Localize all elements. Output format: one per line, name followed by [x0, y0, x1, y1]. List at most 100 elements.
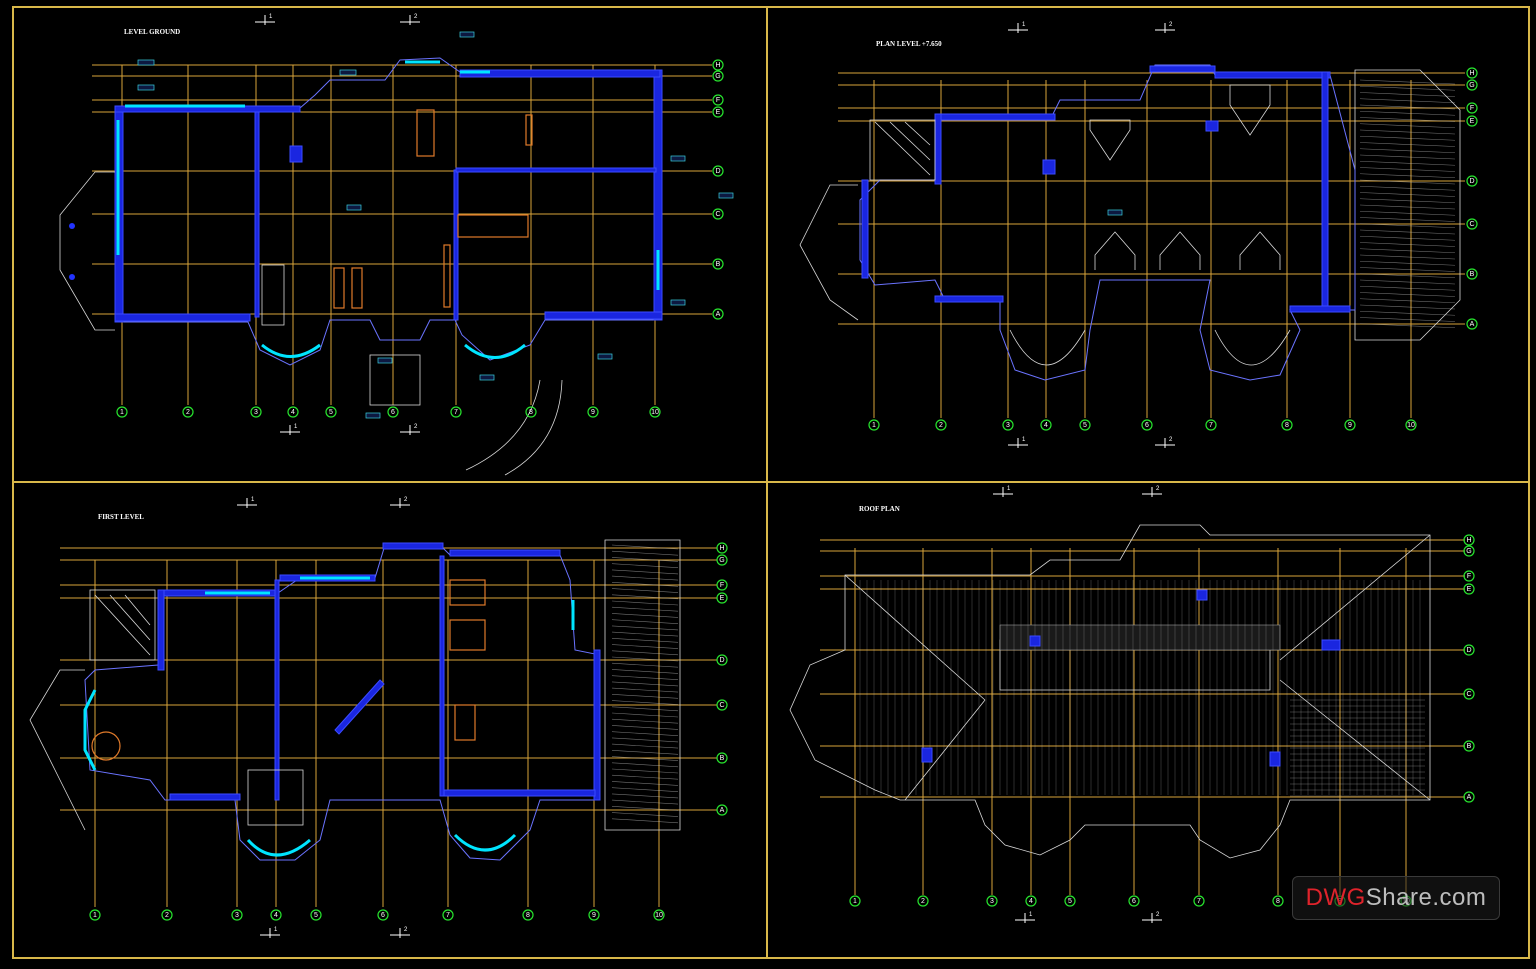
roof-hatch-line: [611, 631, 679, 637]
svg-text:G: G: [719, 557, 724, 564]
svg-text:5: 5: [314, 912, 318, 919]
grid-bubble-row-B: B: [1463, 740, 1475, 752]
panel-level-ground: LEVEL GROUND: [59, 28, 734, 476]
tags-p1: [137, 31, 734, 419]
svg-text:2: 2: [414, 424, 418, 430]
roof-hatch-line: [1359, 204, 1456, 210]
section-mark-7: 1: [1008, 437, 1028, 448]
bay-window-p1: [59, 171, 115, 331]
roof-hatch-line: [611, 669, 679, 674]
svg-text:1: 1: [872, 422, 876, 429]
svg-text:H: H: [715, 62, 720, 69]
roof-hatch-line: [1359, 235, 1456, 241]
svg-text:6: 6: [391, 409, 395, 416]
roof-hatch-line: [1359, 279, 1456, 285]
roof-hatch-line: [611, 799, 679, 805]
roof-hatch-line: [611, 638, 679, 643]
grid-bubble-col-10: 10: [649, 406, 661, 418]
svg-text:1: 1: [1007, 486, 1011, 492]
grid-bubble-row-B: B: [716, 752, 728, 764]
roof-hatch-line: [1359, 210, 1456, 216]
grid-bubble-col-3: 3: [986, 895, 998, 907]
roof-hatch-line: [1359, 273, 1456, 279]
grid-bubble-row-B: B: [1466, 268, 1478, 280]
grid-bubble-col-4: 4: [270, 909, 282, 921]
roof-hatch-line: [611, 656, 679, 662]
svg-text:2: 2: [1156, 486, 1160, 492]
section-mark-13: 1: [993, 486, 1013, 497]
grid-bubble-col-5: 5: [1079, 419, 1091, 431]
grid-bubble-col-6: 6: [377, 909, 389, 921]
roof-hatch-line: [1359, 242, 1456, 247]
grid-bubble-row-H: H: [1463, 534, 1475, 546]
svg-text:10: 10: [651, 409, 659, 416]
svg-text:5: 5: [329, 409, 333, 416]
svg-text:C: C: [1469, 221, 1474, 228]
grid-bubble-col-6: 6: [1128, 895, 1140, 907]
grid-bubble-row-G: G: [1466, 79, 1478, 91]
grid-bubble-col-8: 8: [522, 909, 534, 921]
roof-hatch-line: [611, 700, 679, 705]
section-mark-5: 1: [1008, 22, 1028, 33]
svg-text:4: 4: [1029, 898, 1033, 905]
svg-text:1: 1: [274, 927, 278, 933]
roof-hatch-line: [611, 781, 679, 786]
grid-bubble-col-2: 2: [161, 909, 173, 921]
grid-bubble-col-1: 1: [116, 406, 128, 418]
roof-hatch-line: [611, 675, 679, 680]
roof-hatch-line: [611, 694, 679, 699]
grid-lines-p3: [60, 547, 717, 907]
grid-bubble-row-G: G: [716, 554, 728, 566]
panel-roof-plan: ROOF PLAN: [789, 505, 1465, 895]
svg-text:8: 8: [1285, 422, 1289, 429]
svg-text:B: B: [716, 261, 721, 268]
roof-hatch-line: [1359, 304, 1456, 310]
grid-bubble-col-6: 6: [387, 406, 399, 418]
roof-hatch-line: [611, 613, 679, 618]
grid-bubble-col-3: 3: [1002, 419, 1014, 431]
svg-text:2: 2: [165, 912, 169, 919]
roof-hatch-line: [1359, 117, 1456, 122]
roof-hatch-line: [611, 812, 679, 817]
chimneys-p4: [921, 589, 1341, 767]
grid-bubble-row-C: C: [712, 208, 724, 220]
roof-hatch-line: [611, 550, 679, 556]
section-mark-15: 1: [1015, 912, 1035, 923]
roof-hatch-line: [611, 544, 679, 550]
svg-text:10: 10: [655, 912, 663, 919]
roof-hatch-line: [1359, 192, 1456, 197]
roof-hatch-line: [611, 737, 679, 743]
svg-text:2: 2: [404, 497, 408, 503]
south-wall-east: [544, 311, 663, 320]
svg-text:E: E: [1470, 118, 1475, 125]
svg-text:B: B: [720, 755, 725, 762]
roof-hatch-line: [611, 706, 679, 712]
grid-bubble-row-F: F: [1466, 102, 1478, 114]
svg-text:1: 1: [1029, 912, 1033, 918]
roof-lanterns-p2: [1089, 84, 1281, 270]
roof-hatch-line: [611, 756, 679, 761]
section-mark-14: 2: [1142, 486, 1162, 497]
section-mark-9: 1: [237, 497, 257, 508]
column-p1: [289, 145, 303, 163]
sheet-frames: [12, 6, 1530, 959]
panel-plan-level: PLAN LEVEL +7.650: [799, 40, 1465, 418]
grid-bubble-col-9: 9: [587, 406, 599, 418]
svg-text:D: D: [1466, 647, 1471, 654]
svg-text:1: 1: [853, 898, 857, 905]
section-mark-2: 2: [400, 14, 420, 25]
roof-outline-p4: [789, 524, 1431, 859]
grid-bubble-row-D: D: [716, 654, 728, 666]
roof-hatch-line: [611, 718, 679, 724]
svg-text:1: 1: [1022, 22, 1026, 28]
roof-hatch-line: [611, 569, 679, 575]
svg-text:4: 4: [1044, 422, 1048, 429]
svg-text:F: F: [1467, 573, 1471, 580]
svg-text:8: 8: [1276, 898, 1280, 905]
roof-hatch-line: [1359, 173, 1456, 179]
interior-wall-1: [254, 111, 260, 318]
grid-bubble-row-E: E: [1466, 115, 1478, 127]
roof-hatch-line: [611, 687, 679, 693]
